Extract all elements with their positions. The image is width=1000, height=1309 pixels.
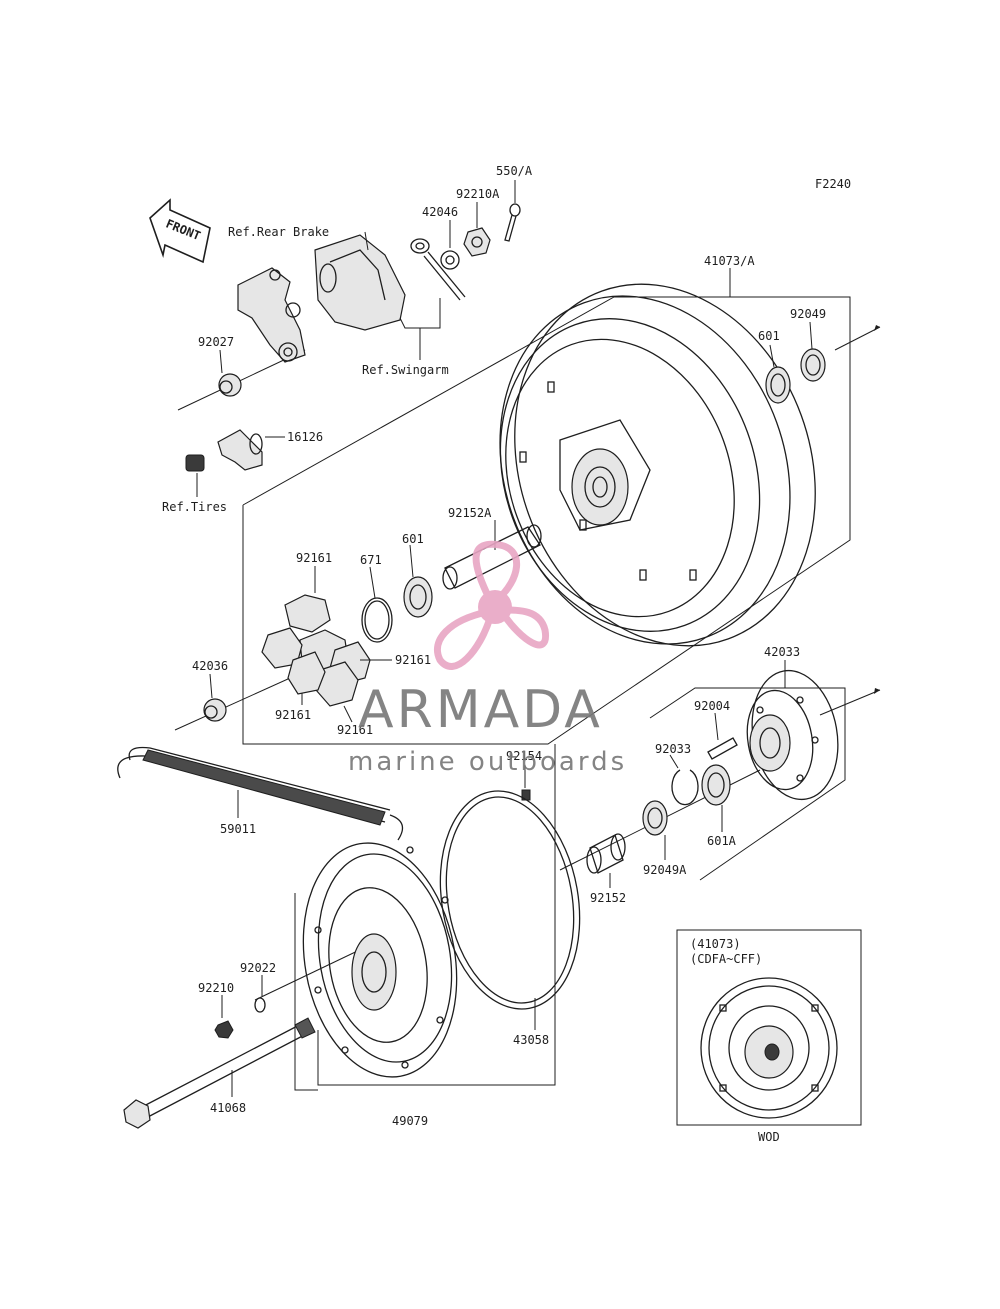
drive-belt-59011 xyxy=(117,746,404,841)
ref-swingarm-label: Ref.Swingarm xyxy=(362,363,449,377)
washer-42046 xyxy=(440,250,460,270)
part-label-92161-right: 92161 xyxy=(395,653,431,667)
part-label-42036: 42036 xyxy=(192,659,228,673)
cotter-pin-550a xyxy=(504,203,521,242)
collar-92027 xyxy=(218,373,242,397)
rear-wheel-41073 xyxy=(499,283,816,647)
bearing-601a xyxy=(701,764,731,806)
nut-92210 xyxy=(214,1020,234,1039)
part-label-92022: 92022 xyxy=(240,961,276,975)
valve-cap xyxy=(185,454,205,472)
swingarm-bolt xyxy=(410,238,466,301)
part-label-550a: 550/A xyxy=(496,164,533,178)
collar-42036 xyxy=(203,698,227,722)
circlip-92033 xyxy=(671,769,699,806)
front-arrow-icon: FRONT xyxy=(149,198,211,264)
watermark-brand: ARMADA xyxy=(358,680,603,740)
rear-sprocket-49079 xyxy=(302,842,458,1078)
nut-92210a xyxy=(463,227,491,257)
inset-line2: (CDFA~CFF) xyxy=(690,952,762,966)
part-label-92004: 92004 xyxy=(694,699,730,713)
part-label-601-top: 601 xyxy=(758,329,780,343)
axle-41068 xyxy=(123,1017,316,1129)
washer-92022 xyxy=(254,997,266,1013)
sprocket-hub-42033 xyxy=(746,669,839,801)
bearing-601-mid xyxy=(403,576,433,618)
part-label-41073a: 41073/A xyxy=(704,254,755,268)
inset-wod-detail xyxy=(676,929,862,1126)
part-label-92161-top: 92161 xyxy=(296,551,332,565)
part-label-49079: 49079 xyxy=(392,1114,428,1128)
hub-assembly-frame xyxy=(649,687,846,881)
part-label-92033: 92033 xyxy=(655,742,691,756)
propeller-icon xyxy=(434,540,549,670)
part-label-92154: 92154 xyxy=(506,749,542,763)
part-label-43058: 43058 xyxy=(513,1033,549,1047)
part-label-92049: 92049 xyxy=(790,307,826,321)
part-label-92161-left: 92161 xyxy=(275,708,311,722)
part-label-41068: 41068 xyxy=(210,1101,246,1115)
stud-92004 xyxy=(707,737,738,760)
swingarm-bracket xyxy=(314,231,406,331)
diagram-code: F2240 xyxy=(815,177,851,191)
lower-assembly-frame xyxy=(317,744,556,1086)
bearing-601-top xyxy=(765,366,791,404)
part-label-92152a: 92152A xyxy=(448,506,492,520)
spacer-92152 xyxy=(586,833,626,874)
part-label-92152: 92152 xyxy=(590,891,626,905)
part-label-42033: 42033 xyxy=(764,645,800,659)
upper-assembly-frame xyxy=(242,296,851,745)
propeller-hub xyxy=(478,590,512,624)
lower-assembly-frame-left xyxy=(294,893,318,1091)
rear-brake-bracket xyxy=(237,267,306,363)
part-label-671: 671 xyxy=(360,553,382,567)
part-label-92210: 92210 xyxy=(198,981,234,995)
oil-seal-92049a xyxy=(642,800,668,836)
part-label-601a: 601A xyxy=(707,834,737,848)
part-label-92049a: 92049A xyxy=(643,863,687,877)
watermark-logo: ARMADA marine outboards xyxy=(348,540,627,777)
part-label-601-mid: 601 xyxy=(402,532,424,546)
part-label-16126: 16126 xyxy=(287,430,323,444)
spacer-92152a xyxy=(442,524,542,590)
part-label-42046: 42046 xyxy=(422,205,458,219)
ref-rear-brake-label: Ref.Rear Brake xyxy=(228,225,329,239)
inset-line1: (41073) xyxy=(690,937,741,951)
part-label-92161-bottom: 92161 xyxy=(337,723,373,737)
oil-seal-92049 xyxy=(800,348,826,382)
inset-caption: WOD xyxy=(758,1130,780,1144)
part-label-59011: 59011 xyxy=(220,822,256,836)
gasket-43058 xyxy=(439,790,581,1010)
part-label-92210a: 92210A xyxy=(456,187,500,201)
o-ring-671 xyxy=(361,597,393,643)
ref-tires-label: Ref.Tires xyxy=(162,500,227,514)
part-label-92027: 92027 xyxy=(198,335,234,349)
air-valve-16126 xyxy=(217,429,263,471)
damper-set-92161 xyxy=(261,594,371,707)
watermark-tagline: marine outboards xyxy=(348,747,627,777)
